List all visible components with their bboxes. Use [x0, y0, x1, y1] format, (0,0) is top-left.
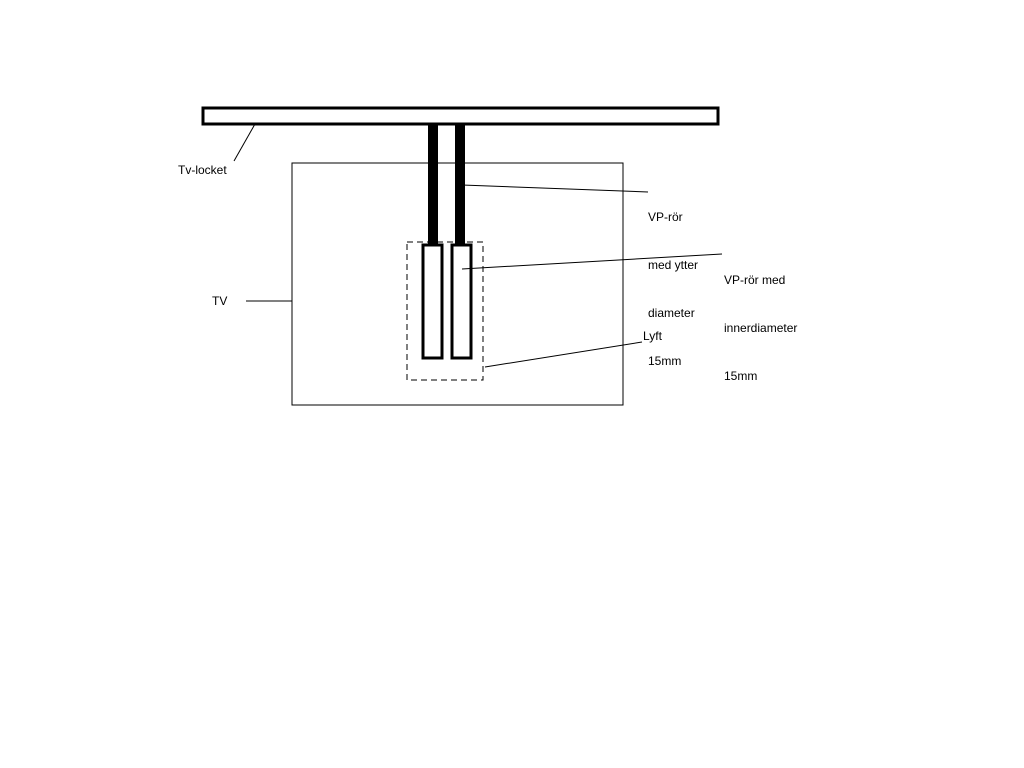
lid-leader-line — [233, 123, 256, 162]
inner-pipe-left — [421, 243, 444, 360]
outer-pipe-label-line: med ytter — [648, 258, 699, 272]
inner-pipe-label: VP-rör med innerdiameter 15mm — [724, 240, 797, 400]
outer-pipe-left — [428, 124, 438, 245]
inner-pipe-right — [450, 243, 473, 360]
lift-leader-line — [484, 341, 643, 368]
tv-label: TV — [212, 294, 228, 308]
outer-pipe-right — [455, 124, 465, 245]
outer-pipe-label-line: diameter — [648, 306, 695, 320]
inner-pipe-label-line: innerdiameter — [724, 321, 798, 335]
outer-pipe-leader-line — [461, 184, 649, 193]
outer-pipe-label-line: VP-rör — [648, 210, 683, 224]
outer-pipe-label-line: 15mm — [648, 354, 682, 368]
outer-pipe-label: VP-rör med ytter diameter 15mm — [648, 177, 698, 385]
tv-lid — [201, 106, 720, 126]
inner-pipe-leader-line — [461, 253, 723, 270]
lift-dashed-box — [406, 241, 484, 381]
lift-label: Lyft — [643, 329, 662, 343]
inner-pipe-label-line: VP-rör med — [724, 273, 786, 287]
lid-label: Tv-locket — [178, 163, 227, 177]
inner-pipe-label-line: 15mm — [724, 369, 758, 383]
